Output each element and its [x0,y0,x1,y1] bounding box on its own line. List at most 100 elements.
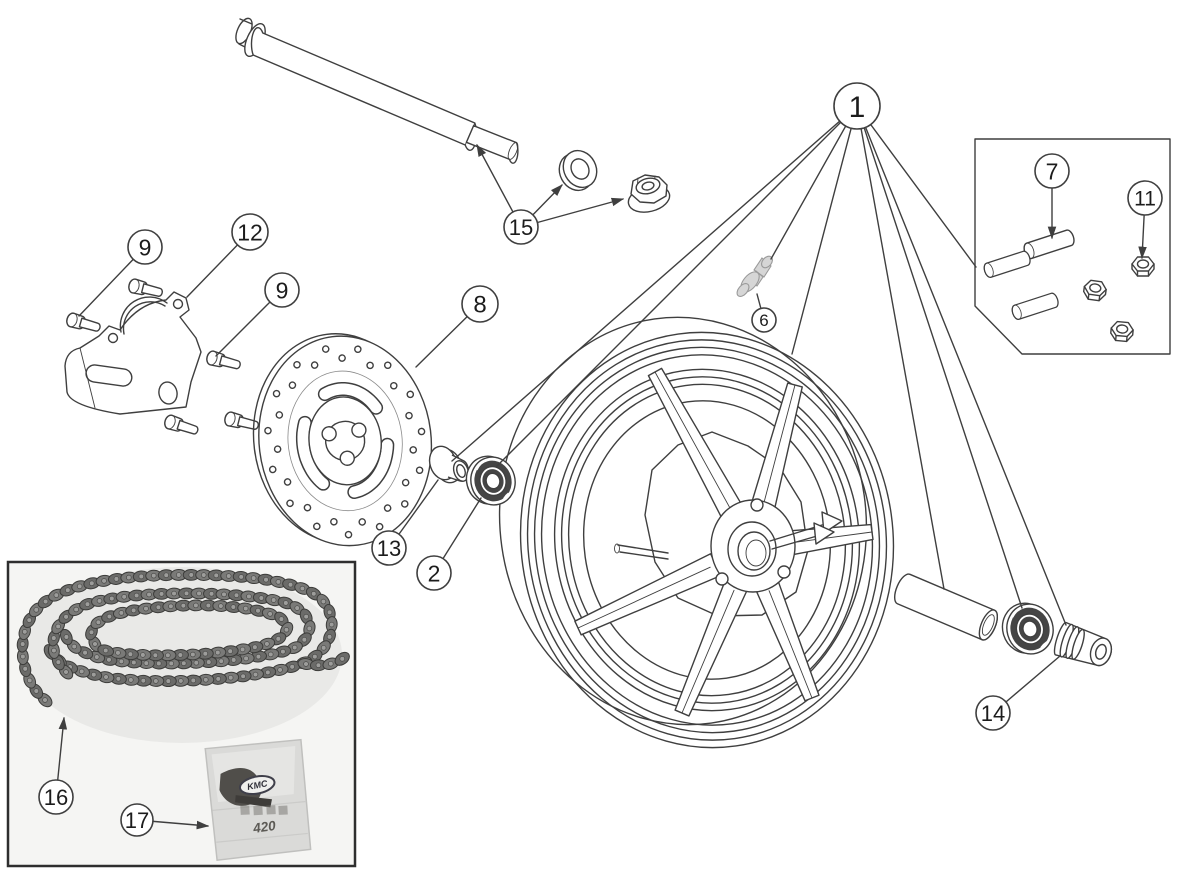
disc-hole [406,390,415,399]
disc-hole [409,446,418,454]
leader-line [856,105,1023,609]
callout-label-1: 1 [849,91,866,124]
spoke-split-line [681,589,735,714]
chain-pin [303,613,309,620]
chain-pin [158,591,165,597]
chain-pin [140,677,147,684]
chain-pin [155,604,162,611]
leader-line [856,105,945,590]
disc-hole [354,345,362,354]
chain-pin [76,583,83,590]
spoke-split-line [654,371,731,509]
chain-pin [267,611,273,617]
chain-pin [265,669,271,676]
disc-slot-inner [297,417,329,490]
disc-hole [338,354,346,362]
disc-hole [405,411,413,420]
chain-pin [63,614,69,620]
mounting-bolt [64,311,103,336]
chain-pin [270,597,277,603]
chain-pin [106,657,112,663]
chain-pin [215,676,222,682]
disc-hole [321,345,330,353]
chain-pin [51,635,57,641]
disc-hole [286,499,294,508]
disc-hole [389,381,398,390]
chain-pin [252,671,259,678]
chain-pin [143,605,149,612]
callout-9a: 9 [127,229,163,265]
masterlink-bag: KMC 420 [204,738,312,862]
disc-hole [366,361,374,370]
callout-circle-11 [1127,180,1163,216]
callout-circle-13 [371,530,407,566]
chain-pin [78,668,85,675]
spoke-split-line [577,566,711,629]
disc-hole [401,478,410,487]
chain-pin [230,604,237,610]
chain-pin [306,625,313,632]
chain-pin [140,652,146,658]
chain-pin [208,591,215,597]
chain-pin [243,655,249,662]
chain-pin [133,592,140,599]
mounting-bolt [204,349,243,373]
spoke-split-line [763,384,796,504]
callout-circle-16 [38,779,74,815]
chain-pin [328,621,335,628]
chain-pin [63,669,69,675]
chain-pin [163,572,169,578]
chain-pin [165,678,172,684]
chain-pin [227,674,234,681]
chain-pin [103,674,109,680]
chain-pin [255,607,261,614]
chain-pin [303,661,309,667]
callout-13: 13 [371,530,407,566]
wheel-bearing-right [1001,602,1054,655]
disc-hole [303,503,312,512]
chain-pin [181,660,187,667]
chain-pin [283,627,290,633]
chain-pin [242,605,249,612]
chain-pin [287,581,294,588]
chain-pin [278,616,285,622]
chain-pin [326,634,333,640]
chain-pin [168,603,174,610]
chain-pin [131,659,137,666]
chain-pin [96,598,103,604]
chain-pin [280,648,286,655]
chain-pin [258,595,265,601]
leader-line [791,105,858,355]
chain-pin [118,658,125,665]
chain-pin [291,644,298,651]
chain-pin [22,666,28,672]
chain-pin [193,660,200,666]
spoke-split-line [768,590,813,699]
chain-pin [143,660,150,666]
chain-pin [264,641,270,647]
disc-hole [293,360,301,369]
chain-pin [113,576,120,582]
kmc-logo-text: KMC [246,778,269,792]
chain-pin [246,593,252,600]
disc-hole [272,389,281,398]
chain-pin [312,653,318,660]
chain-pin [168,660,175,667]
mounting-bolt [162,413,201,439]
callout-11: 11 [1127,180,1163,216]
chain-pin [238,574,244,580]
chain-pin [127,651,134,657]
callout-circle-7 [1034,153,1070,189]
callout-circle-17 [120,803,154,837]
callout-6: 6 [751,307,777,333]
chain-pin [126,574,132,581]
drive-chain [16,568,350,708]
chain-pin [128,677,134,683]
bag-size-label: 420 [251,818,277,836]
chain-pin [180,602,187,609]
chain-pin [73,606,79,613]
callout-14: 14 [975,695,1011,731]
